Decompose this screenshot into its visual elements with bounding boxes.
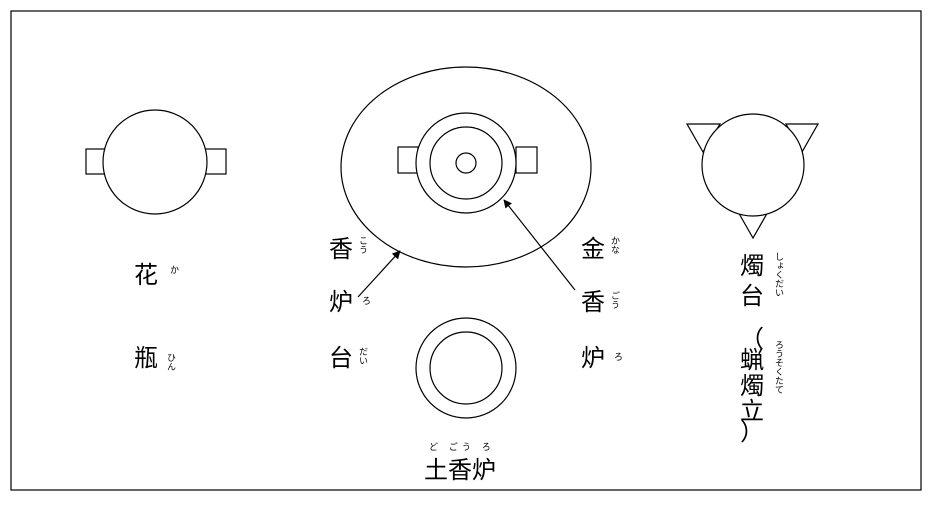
stand-char-2: 炉	[329, 288, 353, 316]
stand-ruby-3: だい	[357, 347, 368, 365]
candle-char-5: 燭	[740, 372, 764, 400]
earthen-incense-burner-shape	[415, 317, 517, 419]
stand-pointer-arrow	[357, 250, 401, 298]
burner-ruby-2: ごう	[609, 290, 619, 309]
earthen-burner-text: 土香炉	[424, 456, 496, 484]
burner-char-1: 金	[581, 235, 605, 263]
flower-vase-shape	[85, 109, 227, 215]
candle-ruby-2: ろうそくたて	[773, 340, 784, 394]
earthen-incense-burner-label: ど ごう ろ 土香炉	[424, 441, 496, 484]
candle-char-6: 立	[740, 397, 764, 425]
flower-vase-char-1: 花	[134, 261, 158, 289]
flower-vase-ruby-2: ひん	[165, 353, 176, 371]
candle-char-3: （	[740, 325, 764, 353]
burner-ruby-1: かな	[609, 236, 620, 254]
candle-char-2: 台	[740, 282, 764, 310]
candle-stand-label: 燭 台 しょくだい （ 蝋 燭 立 ） ろうそくたて	[740, 252, 784, 446]
burner-char-2: 香	[581, 288, 605, 316]
burner-ruby-3: ろ	[614, 352, 623, 363]
metal-incense-burner-label: 金 かな 香 ごう 炉 ろ	[581, 235, 623, 372]
metal-incense-burner-shape	[397, 112, 538, 214]
stand-ruby-1: こう	[357, 236, 367, 254]
incense-burner-stand-label: 香 こう 炉 ろ 台 だい	[329, 235, 371, 372]
candle-char-7: ）	[740, 418, 764, 446]
candle-char-4: 蝋	[740, 346, 764, 374]
earthen-burner-ruby: ど ごう ろ	[429, 441, 495, 453]
candle-ruby-1: しょくだい	[773, 252, 784, 297]
burner-char-3: 炉	[581, 344, 605, 372]
stand-char-1: 香	[329, 235, 353, 263]
flower-vase-label: 花 か 瓶 ひん	[134, 261, 179, 372]
candle-char-1: 燭	[740, 252, 764, 280]
flower-vase-ruby-1: か	[170, 265, 179, 276]
stand-ruby-2: ろ	[362, 296, 371, 307]
candle-stand-shape	[685, 113, 820, 240]
burner-pointer-arrow	[503, 199, 576, 291]
flower-vase-char-2: 瓶	[134, 344, 158, 372]
stand-char-3: 台	[329, 344, 353, 372]
